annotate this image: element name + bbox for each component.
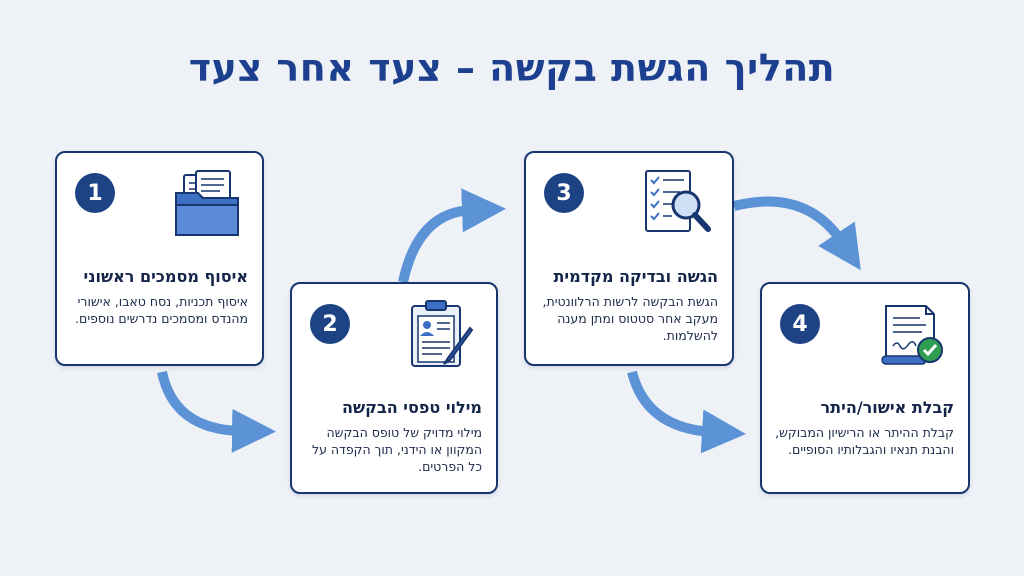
step-description: איסוף תכניות, נסח טאבו, אישורי מהנדס ומס… <box>75 294 248 326</box>
step-card-2: 2 מילוי טפסי הבקשה מילוי מדויק של טופס ה… <box>290 282 498 494</box>
step-number-badge: 4 <box>780 304 820 344</box>
step-card-1: 1 איסוף מסמכים ראשוני איסוף תכניות, נסח … <box>55 151 264 366</box>
checklist-magnifier-icon <box>645 170 711 232</box>
step-number-badge: 3 <box>544 173 584 213</box>
step-card-4: 4 קבלת אישור/היתר קבלת ההיתר או הרישיון … <box>760 282 970 494</box>
step-description: קבלת ההיתר או הרישיון המבוקש, והבנת תנאי… <box>775 425 954 457</box>
certificate-check-icon <box>881 305 943 365</box>
folder-documents-icon <box>175 170 239 236</box>
step-title: קבלת אישור/היתר <box>820 398 954 417</box>
step-number-badge: 1 <box>75 173 115 213</box>
step-description: הגשת הבקשה לרשות הרלוונטית, מעקב אחר סטט… <box>542 294 718 343</box>
page-title: תהליך הגשת בקשה – צעד אחר צעד <box>188 46 836 90</box>
step-card-3: 3 הגשה ובדיקה מקדמית הגשת הבקשה לרשות הר… <box>524 151 734 366</box>
step-description: מילוי מדויק של טופס הבקשה המקוון או הידנ… <box>311 425 482 474</box>
arrow-step2-to-step3 <box>398 188 506 284</box>
step-title: איסוף מסמכים ראשוני <box>83 267 248 286</box>
step-title: הגשה ובדיקה מקדמית <box>553 267 718 286</box>
arrow-step1-to-step2 <box>157 370 276 453</box>
clipboard-form-icon <box>411 300 474 367</box>
step-number-badge: 2 <box>310 304 350 344</box>
arrow-step3-to-step4-top <box>732 196 861 271</box>
step-title: מילוי טפסי הבקשה <box>342 398 482 417</box>
arrow-step3-to-step4 <box>627 370 746 454</box>
